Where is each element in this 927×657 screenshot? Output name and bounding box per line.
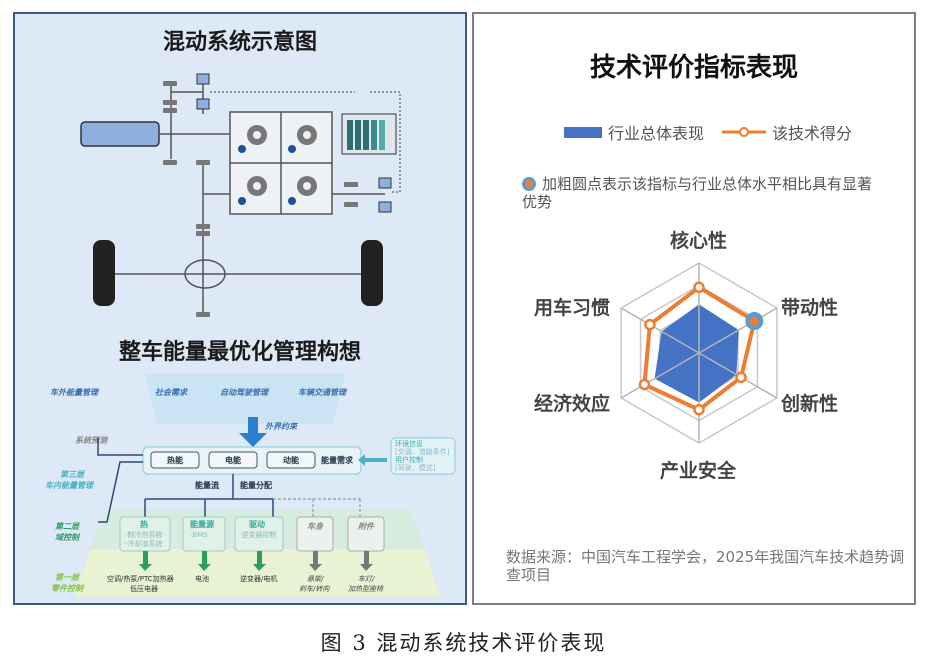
chart-title: 技术评价指标表现 [589,53,798,83]
series-industry-area [654,304,739,403]
data-point [693,403,705,416]
domain-line: -逆变器控制 [239,530,277,539]
env-info: 环境信息 [395,439,423,448]
legend-label-industry: 行业总体表现 [608,124,705,143]
energy-demand-label: 能量需求 [321,455,354,465]
layer3-sublabel: 车内能量管理 [45,481,95,490]
axis-label-innovation: 创新性 [781,393,839,415]
highlight-note-text: 加粗圆点表示该指标与行业总体水平相比具有显著优势 [522,175,873,211]
hybrid-schematic [80,73,401,317]
distribution-label: 能量分配 [240,480,272,490]
wheel-icon [361,240,383,306]
data-point [644,318,656,331]
data-point [749,316,759,326]
hybrid-diagram-title: 混动系统示意图 [162,30,317,55]
axis-label-core: 核心性 [670,230,728,252]
component-label: 刹车/转向 [299,585,330,593]
tech-evaluation-panel: 技术评价指标表现 行业总体表现 该技术得分 加粗圆点表示该指标与行业总体水平相比… [472,12,916,605]
legend-swatch-tech [722,127,767,137]
component-label: 车灯/ [358,575,375,583]
domain-line: -冷却液系统 [125,539,163,548]
domain-box-accessory: 附件 [358,522,375,531]
system-prediction-label: 系统预测 [75,436,109,445]
motor-icon [196,98,210,110]
component-label: 低压电器 [130,584,158,593]
highlight-dot-icon [522,177,536,191]
motor-icon [378,201,392,213]
wheel-icon [93,240,115,306]
energy-management-title: 整车能量最优化管理构想 [118,340,361,365]
figure-caption: 图 3 混动系统技术评价表现 [320,631,607,655]
axis-label-industry-security: 产业安全 [660,460,737,482]
external-item: 车辆交通管理 [298,387,348,397]
component-label: 加热型座椅 [348,585,384,593]
domain-line: -BMS [190,531,208,539]
domain-box-heat: 热 [140,519,148,529]
data-point [735,371,747,384]
arrow-down-icon [239,433,267,447]
energy-box-heat: 热能 [167,455,183,465]
data-source: 数据来源：中国汽车工程学会，2025年我国汽车技术趋势调查项目 [506,548,905,584]
user-control: 用户控制 [395,455,423,464]
axis-spoke [620,352,700,399]
layer1-label: 第一层 [55,573,80,582]
hybrid-system-panel: 混动系统示意图 [13,12,467,605]
flow-label: 能量流 [195,480,219,490]
external-item: 自动驾驶管理 [220,388,270,397]
data-point [693,281,705,294]
external-item: 社会需求 [155,388,189,397]
domain-line: -制冷剂系统 [125,530,163,539]
axis-spoke [698,307,778,354]
constraint-label: 外界约束 [264,422,299,431]
axis-label-economic: 经济效应 [534,393,611,415]
highlight-note: 加粗圆点表示该指标与行业总体水平相比具有显著优势 [522,175,882,211]
component-label: 逆变器/电机 [240,574,277,583]
chart-legend: 行业总体表现 该技术得分 [564,120,852,144]
motor-icon [378,177,392,189]
legend-swatch-industry [564,126,602,138]
radar-chart [620,262,778,444]
data-point [638,378,651,391]
layer1-sublabel: 零件控制 [51,584,85,593]
energy-box-electric: 电能 [225,455,241,465]
motor-icon [196,73,210,85]
outer-energy-label: 车外能量管理 [50,388,100,397]
layer2-sublabel: 域控制 [55,533,81,542]
domain-box-body: 车身 [307,522,324,531]
domain-box-energy-source: 能量源 [190,519,214,529]
component-label: 电池 [195,574,209,583]
energy-management-diagram: 车外能量管理 社会需求 自动驾驶管理 车辆交通管理 外界约束 系统预测 第三层 … [45,374,456,597]
layer3-label: 第三层 [60,470,85,479]
domain-box-drive: 驱动 [249,519,265,529]
energy-box-kinetic: 动能 [283,455,299,465]
axis-label-usage-habit: 用车习惯 [534,297,611,319]
legend-label-tech: 该技术得分 [772,124,853,143]
battery-icon [341,113,397,155]
env-info-detail: [交通、道路条件] [395,447,450,456]
layer2-label: 第二层 [55,522,80,531]
component-label: 空调/热泵/PTC加热器 [107,574,174,583]
axis-spoke [620,307,700,354]
arrow-left-icon [358,454,365,466]
user-control-detail: [驾驶、模式] [395,463,436,472]
component-label: 悬架/ [307,575,324,583]
axis-label-driving: 带动性 [781,297,839,319]
